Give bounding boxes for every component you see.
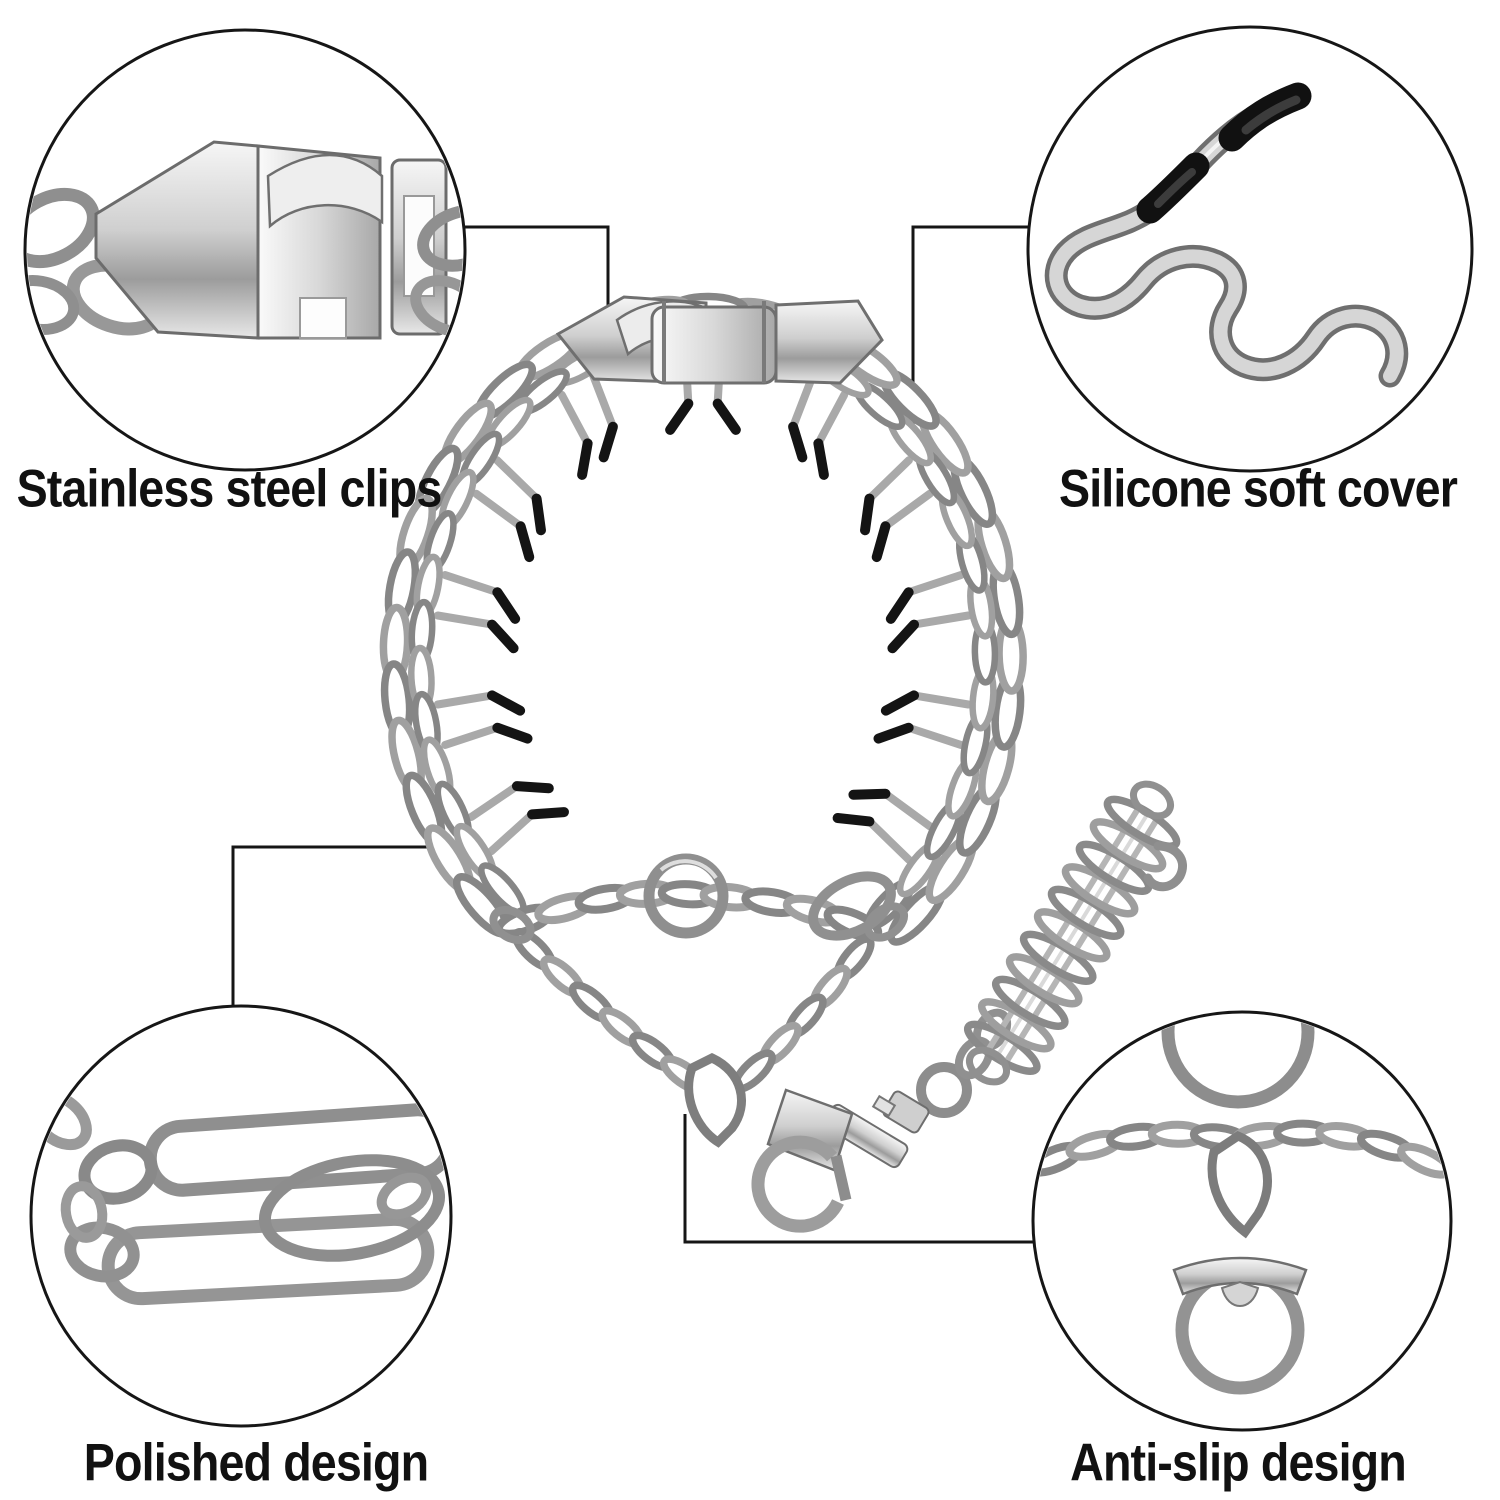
- snap-gate: [830, 1154, 852, 1202]
- prong-rubber-tip: [515, 521, 535, 563]
- prong-rubber-tip: [871, 521, 891, 563]
- prong-rubber-tip: [832, 813, 875, 827]
- link-loop: [808, 871, 896, 941]
- silicone-prong-illustration: [1044, 82, 1409, 388]
- antislip-illustration: [1035, 1014, 1449, 1395]
- prong: [904, 571, 965, 597]
- buckle-barrel: [650, 305, 778, 385]
- teardrop-link: [684, 1053, 746, 1148]
- link-ring: [60, 1181, 108, 1243]
- leader-line-top-right: [911, 225, 1030, 427]
- prong-rubber-tip: [887, 619, 920, 654]
- prong-rubber-tip: [511, 781, 554, 794]
- link-knot: [863, 902, 909, 942]
- prong-rubber-tip: [531, 493, 546, 536]
- link-ring: [64, 1221, 140, 1283]
- label-silicone-soft-cover: Silicone soft cover: [1059, 459, 1458, 519]
- prong-rubber-tip: [885, 587, 914, 624]
- spring-hook: [1143, 841, 1187, 892]
- martingale-chain: [494, 879, 883, 1095]
- prong-rubber-tip: [788, 421, 808, 463]
- snap-bolt-knob: [871, 1094, 897, 1118]
- prong: [441, 571, 502, 597]
- prong: [865, 817, 913, 864]
- prong-rubber-tip: [527, 807, 569, 820]
- prong-rubber-tip: [492, 722, 533, 744]
- coil-spring: [963, 780, 1187, 1086]
- chain-link: [27, 187, 100, 269]
- prong-rubber-tip: [486, 690, 526, 716]
- label-anti-slip-design: Anti-slip design: [1070, 1433, 1407, 1493]
- collar-buckle: [555, 295, 884, 385]
- leader-lines: [231, 225, 1034, 1244]
- prong: [557, 390, 592, 448]
- callout-circle-top-right: [1026, 25, 1474, 473]
- prong: [467, 782, 521, 821]
- prong-collar-illustration: [379, 292, 1187, 1233]
- swivel-plate: [1172, 1256, 1308, 1296]
- buckle-closeup-illustration: [27, 140, 463, 340]
- buckle-right-wing: [774, 299, 884, 385]
- prong: [904, 723, 965, 749]
- silicone-tip-shine: [1241, 95, 1301, 135]
- prong: [789, 371, 817, 431]
- label-stainless-steel-clips: Stainless steel clips: [16, 459, 443, 519]
- prong: [441, 723, 502, 749]
- prong-rubber-tip: [880, 690, 920, 716]
- center-o-ring: [643, 853, 729, 939]
- prong: [589, 371, 617, 431]
- label-polished-design: Polished design: [83, 1433, 429, 1493]
- link-loop: [258, 1154, 446, 1262]
- spring-top-loop: [1129, 780, 1175, 820]
- prong: [493, 456, 541, 503]
- prong-rubber-tip: [860, 493, 875, 536]
- spring-bottom-loop: [965, 1046, 1011, 1086]
- prong: [487, 810, 537, 856]
- prong: [814, 390, 849, 448]
- prong: [433, 691, 496, 709]
- chain-row: [1035, 1119, 1449, 1179]
- prong-rubber-tip: [712, 398, 741, 435]
- prong-rubber-tip: [492, 587, 521, 624]
- swivel-cone: [1220, 1280, 1260, 1307]
- o-ring-partial: [1161, 1014, 1315, 1109]
- link-knot: [376, 1172, 432, 1220]
- prong-rubber-tip: [813, 438, 829, 480]
- prong: [910, 611, 973, 629]
- chain-link: [417, 204, 463, 272]
- prong: [910, 691, 973, 709]
- snap-hook-curve: [751, 1135, 844, 1233]
- chain-link: [410, 275, 463, 337]
- prong: [865, 456, 913, 503]
- snap-eye: [916, 1062, 972, 1118]
- teardrop-link: [1207, 1130, 1273, 1239]
- leader-line-bottom-left: [231, 845, 465, 1006]
- prong-rubber-tip: [486, 619, 519, 654]
- link-ring: [78, 1139, 158, 1205]
- link-knot: [489, 905, 535, 945]
- buckle-prong-loop: [266, 153, 384, 229]
- prong: [881, 789, 934, 831]
- prong-rubber-tip: [848, 788, 891, 800]
- prong: [433, 611, 496, 629]
- prong-rubber-tip: [577, 438, 593, 480]
- chain-link: [954, 1036, 994, 1080]
- prongs: [433, 344, 973, 864]
- leader-line-top-left: [464, 225, 610, 328]
- snap-hook: [751, 1062, 972, 1233]
- prong-rubber-tip: [873, 722, 914, 744]
- center-o-ring-shine: [659, 859, 718, 880]
- prong-rubber-tip: [598, 421, 618, 463]
- prong: [881, 489, 934, 531]
- prong: [472, 489, 525, 531]
- prong-rubber-tip: [665, 398, 694, 435]
- leader-line-bottom-right: [683, 1114, 1034, 1244]
- buckle-slot: [299, 297, 347, 339]
- silicone-tip-shine: [1154, 168, 1196, 208]
